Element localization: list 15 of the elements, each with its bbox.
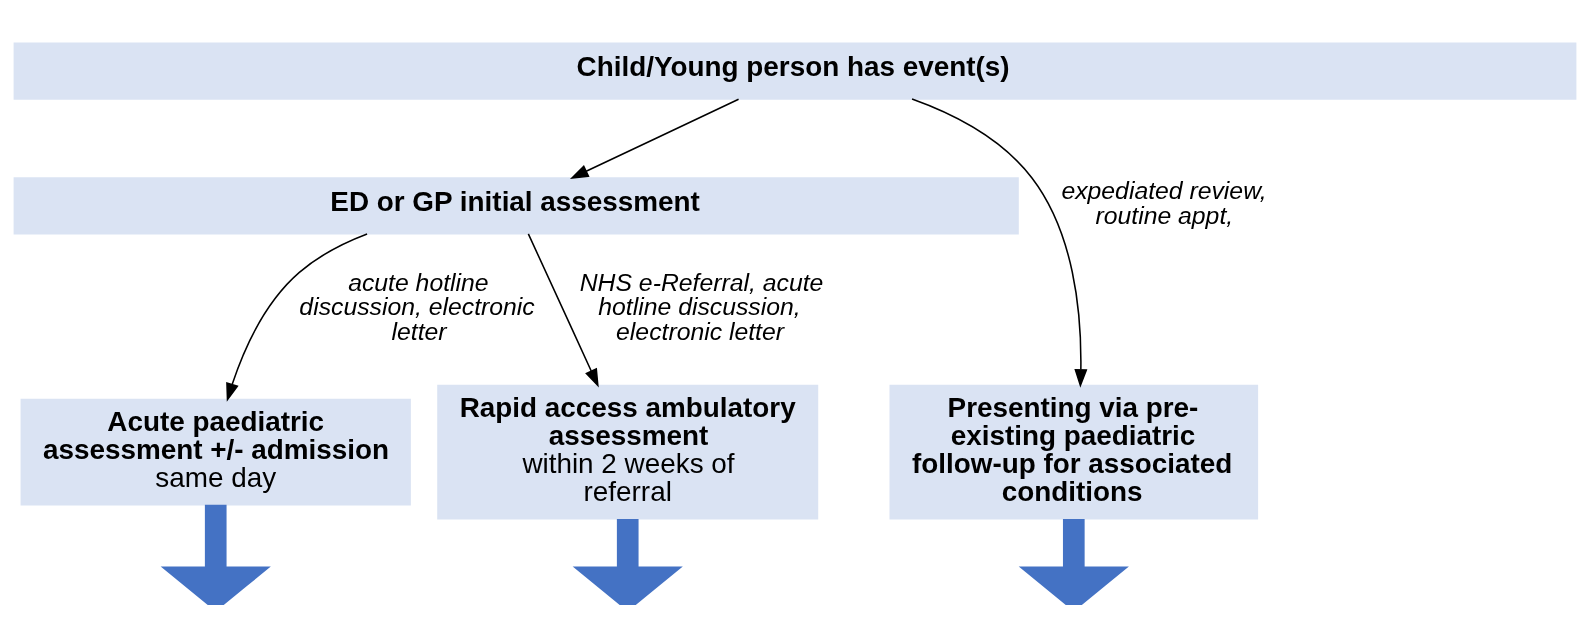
arrow [226,232,368,402]
arrow [569,98,740,179]
arrow [160,504,271,605]
node-box: Acute paediatric assessment +/- admission same day [20,398,411,506]
arrow [911,97,1088,388]
edge-label: acute hotline discussion, electronic letter [299,268,535,345]
node-box: Rapid access ambulatory assessment within 2 weeks of referral [437,384,819,519]
arrow [572,518,683,605]
arrow [1018,518,1129,605]
edge-label: NHS e-Referral, acute hotline discussion, electronic letter [579,268,824,345]
node-box: Child/Young person has event(s) [13,41,1577,100]
node-box: ED or GP initial assessment [13,176,1019,234]
edge-label: expediated review, routine appt, [1061,176,1267,229]
node-box: Presenting via pre-existing paediatric follow-up for associated conditions [889,384,1259,519]
arrow [527,232,599,387]
